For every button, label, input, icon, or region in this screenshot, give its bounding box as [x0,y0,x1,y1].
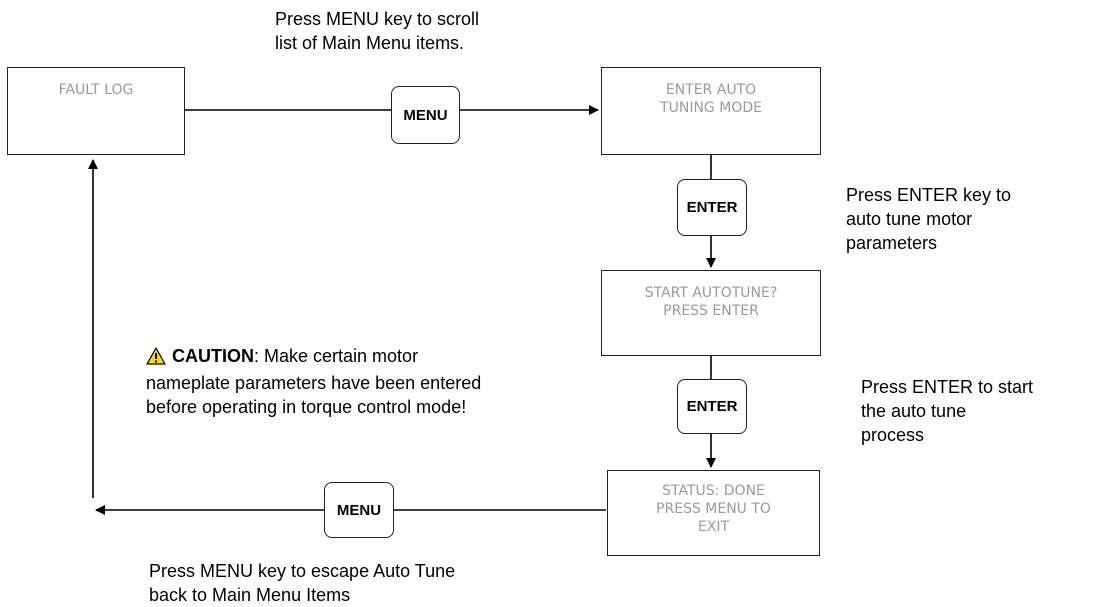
menu-key-bottom[interactable]: MENU [324,482,394,538]
warning-icon [146,347,166,371]
caution-label: CAUTION [172,346,254,366]
start-autotune-label: START AUTOTUNE? PRESS ENTER [644,285,778,319]
enter-key-1[interactable]: ENTER [677,179,747,236]
caution-text: : Make certain motor nameplate parameter… [146,346,482,417]
status-done-box: STATUS: DONE PRESS MENU TO EXIT [607,470,820,556]
enter-key-2[interactable]: ENTER [677,379,747,434]
menu-key-top[interactable]: MENU [391,86,460,144]
enter-auto-tuning-label: ENTER AUTO TUNING MODE [660,82,762,116]
note-top: Press MENU key to scroll list of Main Me… [275,9,480,53]
note-right-1: Press ENTER key to auto tune motor param… [846,185,1012,253]
fault-log-label: FAULT LOG [58,82,134,98]
enter-auto-tuning-box: ENTER AUTO TUNING MODE [601,67,821,155]
note-right-2: Press ENTER to start the auto tune proce… [861,377,1034,445]
fault-log-box: FAULT LOG [7,67,185,155]
note-bottom: Press MENU key to escape Auto Tune back … [149,561,456,605]
caution-note: CAUTION: Make certain motor nameplate pa… [146,344,506,419]
start-autotune-box: START AUTOTUNE? PRESS ENTER [601,270,821,356]
status-done-label: STATUS: DONE PRESS MENU TO EXIT [656,483,771,535]
